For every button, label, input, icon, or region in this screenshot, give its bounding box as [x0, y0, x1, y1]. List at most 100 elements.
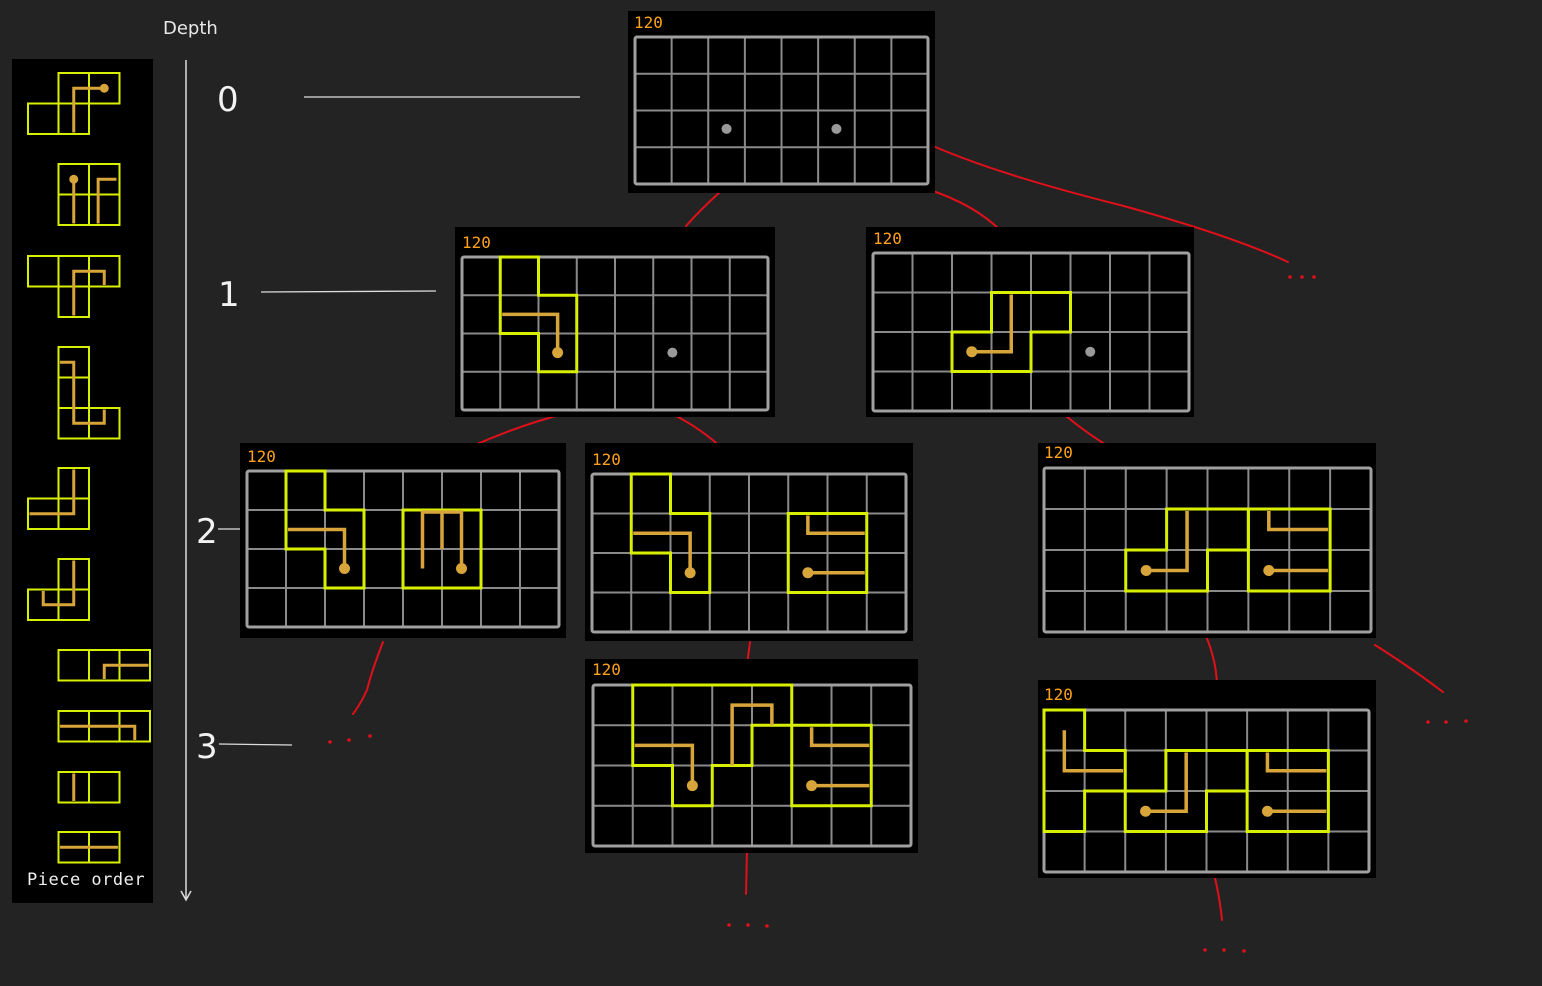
board-score-d1-left: 120: [462, 233, 491, 252]
placed-piece-path: [502, 312, 560, 353]
empty-target-dot: [721, 123, 732, 134]
placed-piece-start-dot: [1140, 805, 1152, 817]
branch-line-9: [1374, 644, 1444, 693]
placed-piece-path: [971, 294, 1013, 354]
placed-piece-path: [1062, 730, 1124, 773]
placed-piece-start-dot: [339, 563, 350, 574]
piece-order-item-6: [27, 558, 90, 621]
continuation-dot-14: [1464, 719, 1468, 723]
board-d2-b: [585, 443, 913, 641]
continuation-dot-10: [1222, 948, 1226, 952]
board-score-d1-right: 120: [873, 229, 902, 248]
board-d2-a: [240, 443, 566, 638]
placed-piece-start-dot: [1263, 565, 1275, 576]
branch-line-11: [1214, 877, 1223, 921]
placed-piece-outline: [498, 255, 579, 374]
piece-cell: [88, 771, 121, 804]
empty-target-dot: [667, 347, 678, 358]
board-frame: [245, 469, 561, 629]
branch-line-10: [745, 849, 748, 895]
piece-path: [72, 86, 105, 133]
continuation-dot-4: [347, 738, 351, 742]
continuation-dot-13: [1444, 720, 1448, 724]
piece-path: [72, 269, 106, 316]
placed-piece-outline: [629, 472, 712, 594]
piece-path: [60, 724, 137, 740]
piece-path: [96, 177, 117, 224]
board-d2-c: [1038, 443, 1376, 638]
board-score-d2-c: 120: [1044, 443, 1073, 462]
placed-piece-path: [287, 527, 347, 569]
placed-piece-outline: [786, 512, 869, 594]
board-score-d2-b: 120: [592, 450, 621, 469]
board-score-d2-a: 120: [247, 447, 276, 466]
depth-label-0: 0: [217, 80, 239, 120]
board-frame: [1042, 466, 1373, 634]
depth-label-3: 3: [196, 727, 218, 767]
placed-piece-outline: [1246, 507, 1332, 593]
placed-piece-path: [1146, 511, 1189, 573]
placed-piece-start-dot: [552, 347, 564, 359]
board-frame: [460, 255, 770, 412]
branch-line-8: [1205, 635, 1218, 685]
board-score-d3-a: 120: [592, 660, 621, 679]
board-score-d0: 120: [634, 13, 663, 32]
placed-piece-start-dot: [802, 567, 814, 579]
depth-axis-title: Depth: [163, 18, 218, 39]
continuation-dot-6: [727, 923, 731, 927]
board-d1-left: [455, 227, 775, 417]
piece-path: [60, 360, 106, 425]
placed-piece-path: [1145, 752, 1188, 813]
board-d3-a: [585, 659, 918, 853]
continuation-dot-11: [1242, 949, 1246, 953]
board-frame: [871, 251, 1191, 413]
placed-piece-path: [633, 531, 692, 573]
continuation-dot-2: [1312, 275, 1316, 279]
piece-order-item-10: [57, 831, 121, 864]
board-d0: [628, 11, 935, 193]
board-d3-b: [1038, 680, 1376, 878]
placed-piece-path: [809, 727, 870, 748]
branch-line-1: [929, 189, 1002, 232]
placed-piece-start-dot: [684, 567, 696, 579]
placed-piece-path: [806, 515, 865, 535]
continuation-dot-8: [765, 924, 769, 928]
placed-piece-path: [1267, 511, 1329, 532]
placed-piece-outline: [284, 469, 366, 590]
piece-cell: [88, 193, 121, 226]
piece-order-item-7: [57, 649, 151, 682]
branch-line-3: [474, 412, 568, 446]
placed-piece-outline: [631, 683, 794, 808]
placed-piece-outline: [401, 508, 483, 590]
piece-path: [29, 469, 76, 516]
continuation-dot-5: [368, 734, 372, 738]
piece-order-item-9: [57, 771, 121, 804]
piece-order-item-1: [27, 72, 121, 135]
piece-start-dot: [69, 174, 79, 184]
depth-label-2: 2: [196, 512, 218, 552]
piece-order-item-4: [57, 346, 121, 440]
branch-line-6: [352, 641, 384, 715]
empty-target-dot: [831, 123, 842, 134]
continuation-dot-1: [1300, 275, 1304, 279]
board-frame: [633, 35, 930, 186]
depth-leader-1: [260, 290, 437, 293]
piece-order-item-5: [27, 467, 90, 530]
placed-piece-start-dot: [1261, 805, 1273, 817]
piece-order-item-3: [27, 255, 121, 318]
placed-piece-start-dot: [456, 563, 467, 574]
board-score-d3-b: 120: [1044, 685, 1073, 704]
board-d1-right: [866, 227, 1194, 417]
empty-target-dot: [1085, 346, 1096, 357]
piece-order-panel: [12, 59, 153, 903]
placed-piece-start-dot: [1140, 565, 1152, 576]
continuation-dot-0: [1288, 275, 1292, 279]
continuation-dot-7: [746, 923, 750, 927]
placed-piece-outline: [790, 723, 873, 808]
board-frame: [590, 472, 908, 634]
piece-start-dot: [99, 83, 109, 93]
piece-path: [41, 560, 76, 607]
continuation-dot-12: [1426, 720, 1430, 724]
continuation-dot-9: [1203, 948, 1207, 952]
